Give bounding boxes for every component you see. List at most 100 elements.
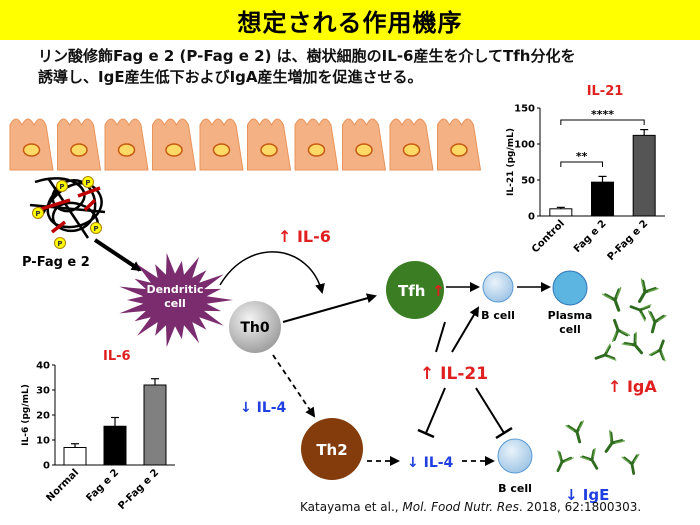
phosphate-label: P [85, 179, 90, 187]
phosphate-label: P [35, 210, 40, 218]
nucleus [212, 143, 231, 157]
significance-label: **** [591, 108, 614, 121]
chart-title: IL-6 [103, 349, 131, 364]
y-tick-label: 30 [36, 386, 50, 397]
nucleus [402, 143, 421, 157]
arrow-allergen-to-dc [93, 238, 142, 272]
antibody-icon [556, 450, 574, 473]
antibody-icon [604, 429, 626, 453]
phosphate-groups: P P P P P [32, 176, 102, 249]
category-label: Fag e 2 [572, 218, 609, 255]
antibody-icon [647, 310, 667, 334]
y-tick-label: 10 [36, 436, 50, 447]
y-tick-label: 100 [514, 140, 535, 151]
allergen-label: P-Fag e 2 [22, 255, 90, 270]
phosphate-icon [90, 222, 102, 234]
nucleus [307, 143, 326, 157]
y-tick-label: 0 [528, 212, 535, 223]
phosphate-icon [82, 176, 94, 188]
arrow-th0-to-th2 [272, 354, 316, 418]
y-tick-label: 40 [36, 361, 50, 372]
iga-antibodies [594, 278, 667, 362]
phosphate-icon [56, 180, 68, 192]
significance-bracket [560, 161, 603, 167]
phosphate-label: P [59, 183, 64, 191]
plasma-label-2: cell [559, 323, 581, 336]
citation-journal: Mol. Food Nutr. Res [402, 500, 519, 514]
dendritic-label-1: Dendritic [146, 283, 203, 296]
summary-text: リン酸修飾Fag e 2 (P-Fag e 2) は、樹状細胞のIL-6産生を介… [38, 46, 678, 88]
antibody-icon [638, 278, 659, 303]
bar [549, 208, 573, 217]
bcell-top-label: B cell [481, 309, 515, 322]
nucleus [355, 143, 373, 157]
nucleus [165, 143, 183, 157]
bar [63, 447, 87, 466]
inhibit-il21-to-il4 [425, 387, 446, 434]
antibody-icon [594, 343, 617, 361]
arrow-dc-il6 [219, 251, 325, 294]
arrow-il21-to-bcell [451, 306, 480, 353]
bar [632, 134, 656, 217]
category-label: Normal [45, 467, 82, 504]
nucleus [22, 143, 41, 157]
bar [143, 384, 167, 466]
il4-down-left-label: ↓ IL-4 [240, 400, 287, 416]
category-label: P-Fag e 2 [606, 218, 651, 263]
phosphate-label: P [57, 240, 62, 248]
significance-label: ** [576, 150, 588, 163]
category-label: P-Fag e 2 [116, 467, 161, 512]
citation: Katayama et al., Mol. Food Nutr. Res. 20… [300, 500, 641, 514]
phosphate-icon [54, 237, 66, 249]
y-tick-label: 0 [43, 461, 50, 472]
summary-line-1: リン酸修飾Fag e 2 (P-Fag e 2) は、樹状細胞のIL-6産生を介… [38, 47, 576, 65]
bcell-top [482, 271, 514, 303]
inhibit-il21-to-bcell [475, 387, 505, 434]
y-tick-label: 150 [514, 104, 535, 115]
category-label: Fag e 2 [84, 467, 121, 504]
antibody-icon [621, 453, 640, 475]
y-tick-label: 50 [521, 176, 535, 187]
summary-line-2: 誘導し、IgE産生低下およびIgA産生増加を促進させる。 [38, 68, 423, 86]
y-axis-label: IL-6 (pg/mL) [21, 384, 31, 446]
page-title: 想定される作用機序 [237, 8, 463, 37]
nucleus [450, 143, 468, 157]
epithelium-layer [9, 118, 482, 171]
th2-label: Th2 [316, 441, 347, 459]
il6-up-label: ↑ IL-6 [278, 227, 331, 246]
ige-antibodies [556, 420, 640, 475]
bar [591, 181, 614, 217]
phosphate-icon [32, 207, 44, 219]
nucleus [70, 143, 88, 157]
nucleus [260, 143, 278, 157]
bar [103, 425, 127, 466]
plasma-label-1: Plasma [548, 309, 593, 322]
dendritic-label-2: cell [164, 297, 186, 310]
antibody-icon [579, 447, 599, 470]
il21-up-label: ↑ IL-21 [420, 364, 488, 384]
th2-cell [301, 418, 363, 480]
ige-down-label: ↓ IgE [565, 486, 609, 504]
tfh-label: Tfh [398, 282, 425, 300]
antibody-icon [621, 331, 644, 355]
iga-up-label: ↑ IgA [608, 377, 657, 396]
dendritic-cell: Dendritic cell [119, 252, 233, 348]
antibody-icon [601, 287, 622, 312]
citation-rest: . 2018, 62:1800303. [518, 500, 642, 514]
chart-title: IL-21 [587, 84, 624, 99]
il4-down-bottom-label: ↓ IL-4 [407, 455, 454, 471]
tfh-up-arrow: ↑ [432, 282, 445, 300]
antibody-icon [648, 339, 666, 362]
nucleus [117, 143, 136, 157]
y-tick-label: 20 [36, 411, 50, 422]
phosphate-label: P [93, 225, 98, 233]
y-axis-label: IL-21 (pg/mL) [506, 128, 516, 196]
antibody-icon [629, 304, 652, 322]
significance-bracket [560, 119, 645, 125]
th0-label: Th0 [240, 320, 270, 336]
plasma-cell [552, 270, 588, 306]
arrow-th0-to-tfh [282, 293, 377, 323]
